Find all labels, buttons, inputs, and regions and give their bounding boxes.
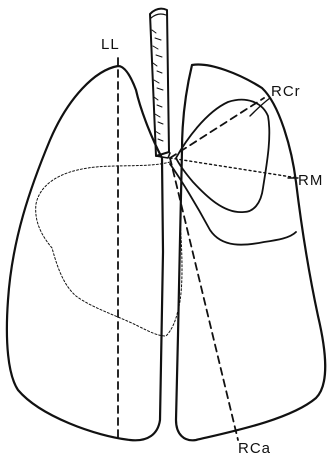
label-ll: LL — [101, 36, 120, 53]
rm-axis-line — [170, 158, 298, 178]
heart-outline — [36, 162, 182, 336]
label-rca: RCa — [238, 440, 271, 457]
label-rcr: RCr — [271, 83, 301, 100]
label-rm: RM — [298, 172, 323, 189]
trachea — [150, 9, 170, 158]
right-lung-outline — [176, 65, 325, 441]
left-lung-outline — [7, 66, 163, 440]
